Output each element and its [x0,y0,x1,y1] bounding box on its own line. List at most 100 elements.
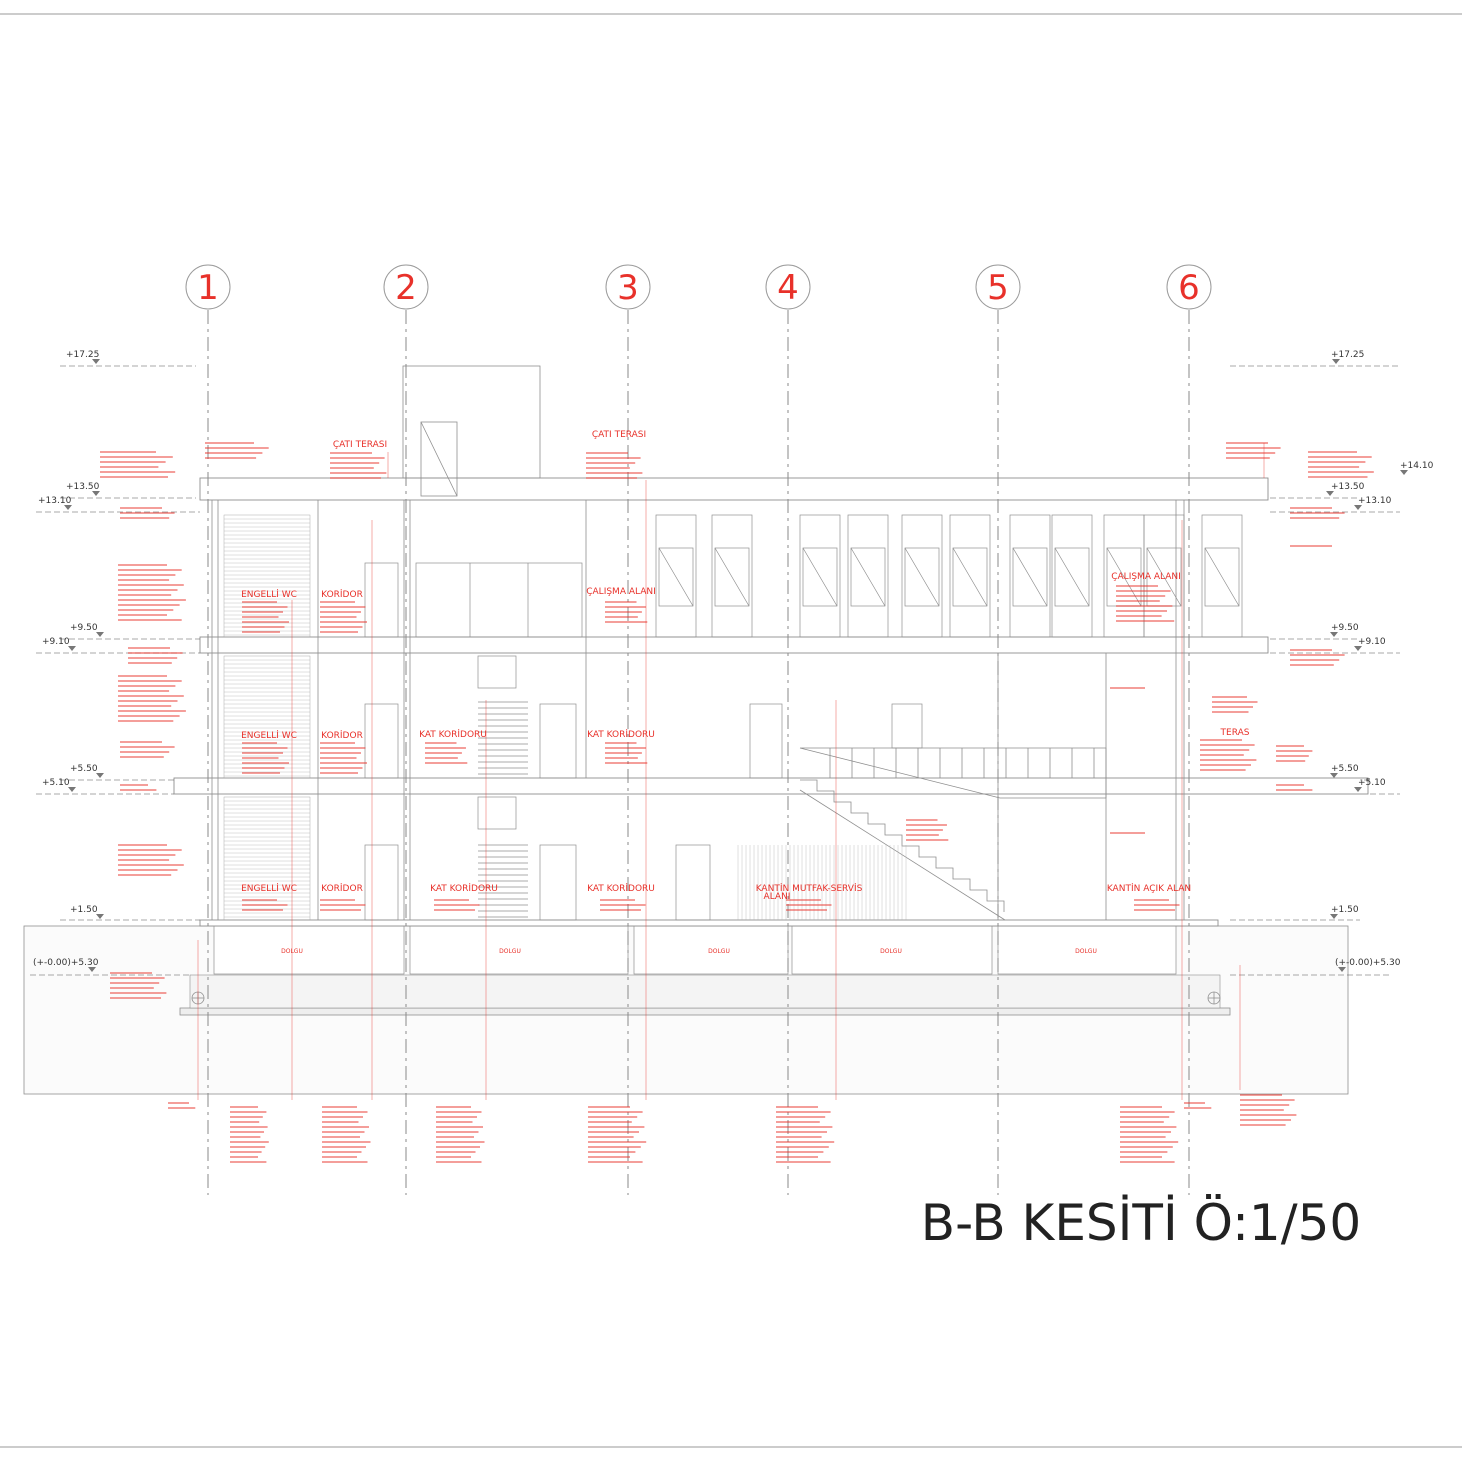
room-label-kat-koridoru-1b: KAT KORİDORU [587,883,655,894]
window-frame-6 [1009,514,1051,638]
level-triangle-14 [96,914,104,919]
room-label-calisma-alani-1: ÇALIŞMA ALANI [586,587,656,597]
level-label-1350-left: +13.50 [66,482,100,492]
level-label-530-left: (+-0.00)+5.30 [33,958,99,968]
drawing-title: B-B KESİTİ Ö:1/50 [921,1194,1361,1252]
roof-penthouse [402,365,541,497]
level-triangle-18 [1400,470,1408,475]
axis-bubble-3 [605,264,651,310]
level-label-150-left: +1.50 [70,905,98,915]
level-label-530-right: (+-0.00)+5.30 [1335,958,1401,968]
axis-label-2: 2 [395,268,417,308]
fill-label-5: DOLGU [1075,948,1097,955]
window-frame-0 [655,514,697,638]
window-frame-5 [949,514,991,638]
level-label-950-left: +9.50 [70,623,98,633]
room-label-kantin-mutfak-alani: ALANI [764,892,791,902]
wc-tile-hatch [223,514,311,921]
level-triangle-15 [1330,914,1338,919]
axis-bubble-1 [185,264,231,310]
room-label-engelli-wc-3: ENGELLİ WC [241,589,297,600]
level-label-1350-right: +13.50 [1331,482,1365,492]
wc-tile-area-1 [223,655,311,779]
room-label-kantin-mutfak: KANTİN MUTFAK-SERVİS [756,883,863,894]
level-label-1410-right: +14.10 [1400,461,1434,471]
level-markers [30,359,1408,976]
level-triangle-3 [1326,491,1334,496]
fill-label-4: DOLGU [880,948,902,955]
axis-label-5: 5 [987,268,1009,308]
level-label-1725-left: +17.25 [66,350,99,360]
axis-label-1: 1 [197,268,219,308]
window-frame-3 [847,514,889,638]
window-opening-4 [904,547,940,607]
fill-label-3: DOLGU [708,948,730,955]
level-triangle-17 [1338,967,1346,972]
level-label-550-left: +5.50 [70,764,98,774]
level-triangle-9 [1354,646,1362,651]
wc-tile-area-2 [223,796,311,921]
level-triangle-10 [96,773,104,778]
stair-soffit [799,789,1006,921]
level-label-1310-left: +13.10 [38,496,72,506]
room-label-kantin-acik-alan: KANTİN AÇIK ALAN [1107,883,1191,894]
level-triangle-16 [88,967,96,972]
level-triangle-8 [68,646,76,651]
room-label-calisma-alani-2: ÇALIŞMA ALANI [1111,572,1181,582]
window-sash-6 [1012,547,1048,607]
window-sash-5 [952,547,988,607]
window-opening-0 [658,547,694,607]
window-frame-4 [901,514,943,638]
room-label-teras: TERAS [1220,728,1250,738]
window-opening-9 [1146,547,1182,607]
stair-landing [799,747,1107,799]
window-sash-7 [1054,547,1090,607]
room-label-kat-koridoru-2a: KAT KORİDORU [419,729,487,740]
room-label-koridor-2: KORİDOR [321,730,363,741]
axis-bubble-5 [975,264,1021,310]
wc-tile-area-0 [223,514,311,638]
window-frame-9 [1143,514,1185,638]
axis-label-6: 6 [1178,268,1200,308]
axis-bubble-6 [1166,264,1212,310]
level-triangle-4 [64,505,72,510]
level-triangle-2 [92,491,100,496]
level-label-1310-right: +13.10 [1358,496,1392,506]
level-triangle-1 [1332,359,1340,364]
foundation-fill [213,925,1177,975]
axis-bubble-4 [765,264,811,310]
window-opening-5 [952,547,988,607]
window-opening-7 [1054,547,1090,607]
room-label-koridor-3: KORİDOR [321,589,363,600]
level-triangle-5 [1354,505,1362,510]
top-floor-windows [655,514,1243,638]
window-opening-10 [1204,547,1240,607]
room-label-engelli-wc-2: ENGELLİ WC [241,730,297,741]
axis-bubble-2 [383,264,429,310]
window-sash-0 [658,547,694,607]
level-label-150-right: +1.50 [1331,905,1359,915]
fill-label-2: DOLGU [499,948,521,955]
window-frame-2 [799,514,841,638]
window-sash-1 [714,547,750,607]
level-label-910-right: +9.10 [1358,637,1386,647]
level-triangle-0 [92,359,100,364]
window-opening-2 [802,547,838,607]
window-sash-10 [1204,547,1240,607]
building-walls [211,500,1185,920]
window-opening-6 [1012,547,1048,607]
level-triangle-6 [96,632,104,637]
window-frame-10 [1201,514,1243,638]
axis-label-3: 3 [617,268,639,308]
level-triangle-7 [1330,632,1338,637]
annotation-notes [100,442,1374,1163]
window-opening-3 [850,547,886,607]
room-label-kat-koridoru-2b: KAT KORİDORU [587,729,655,740]
window-frame-1 [711,514,753,638]
room-label-engelli-wc-1: ENGELLİ WC [241,883,297,894]
level-triangle-12 [68,787,76,792]
axis-label-4: 4 [777,268,799,308]
level-triangle-13 [1354,787,1362,792]
kitchen-hatch [737,845,907,920]
level-triangle-11 [1330,773,1338,778]
